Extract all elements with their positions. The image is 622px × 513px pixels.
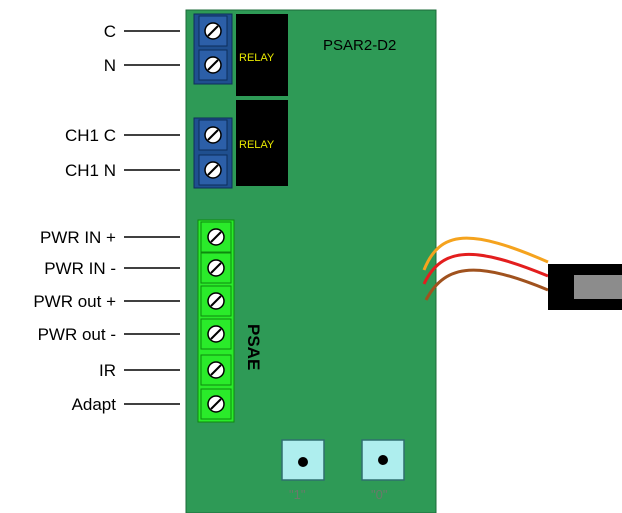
terminal-label-n: N <box>104 56 116 75</box>
relay-1-label: RELAY <box>239 52 275 64</box>
terminal-label-adapt: Adapt <box>72 395 117 414</box>
relay-2 <box>236 100 288 186</box>
relay-2-label: RELAY <box>239 139 275 151</box>
wire-orange <box>422 236 549 271</box>
terminal-label-c: C <box>104 22 116 41</box>
screw-icon[interactable] <box>204 126 222 144</box>
screw-icon[interactable] <box>207 395 225 413</box>
wire-red <box>422 252 549 285</box>
screw-icon[interactable] <box>204 22 222 40</box>
push-button-1-label: "1" <box>289 487 306 502</box>
push-button-1[interactable] <box>281 439 325 481</box>
screw-icon[interactable] <box>207 292 225 310</box>
terminal-label-ch1-n: CH1 N <box>65 161 116 180</box>
terminal-label-pwr-out: PWR out + <box>33 292 116 311</box>
screw-icon[interactable] <box>204 56 222 74</box>
cable-connector-plug <box>574 275 622 299</box>
terminal-label-pwr-in: PWR IN - <box>44 259 116 278</box>
terminal-label-pwr-in: PWR IN + <box>40 228 116 247</box>
psae-module-label: PSAE <box>244 324 263 370</box>
screw-icon[interactable] <box>207 228 225 246</box>
terminal-layer: CN CH1 C CH1 N PWR IN + PWR IN - PWR out + PWR… <box>33 22 232 420</box>
board-model-label: PSAR2-D2 <box>323 37 396 54</box>
screw-icon[interactable] <box>204 161 222 179</box>
terminal-label-ch1-c: CH1 C <box>65 126 116 145</box>
terminal-label-pwr-out: PWR out - <box>38 325 116 344</box>
push-button-0[interactable] <box>361 439 405 481</box>
screw-icon[interactable] <box>207 259 225 277</box>
push-button-0-label: "0" <box>371 487 388 502</box>
terminal-label-ir: IR <box>99 361 116 380</box>
wire-brown <box>424 268 549 301</box>
screw-icon[interactable] <box>207 325 225 343</box>
relay-1 <box>236 14 288 96</box>
ir-cable <box>422 236 622 310</box>
screw-icon[interactable] <box>207 361 225 379</box>
